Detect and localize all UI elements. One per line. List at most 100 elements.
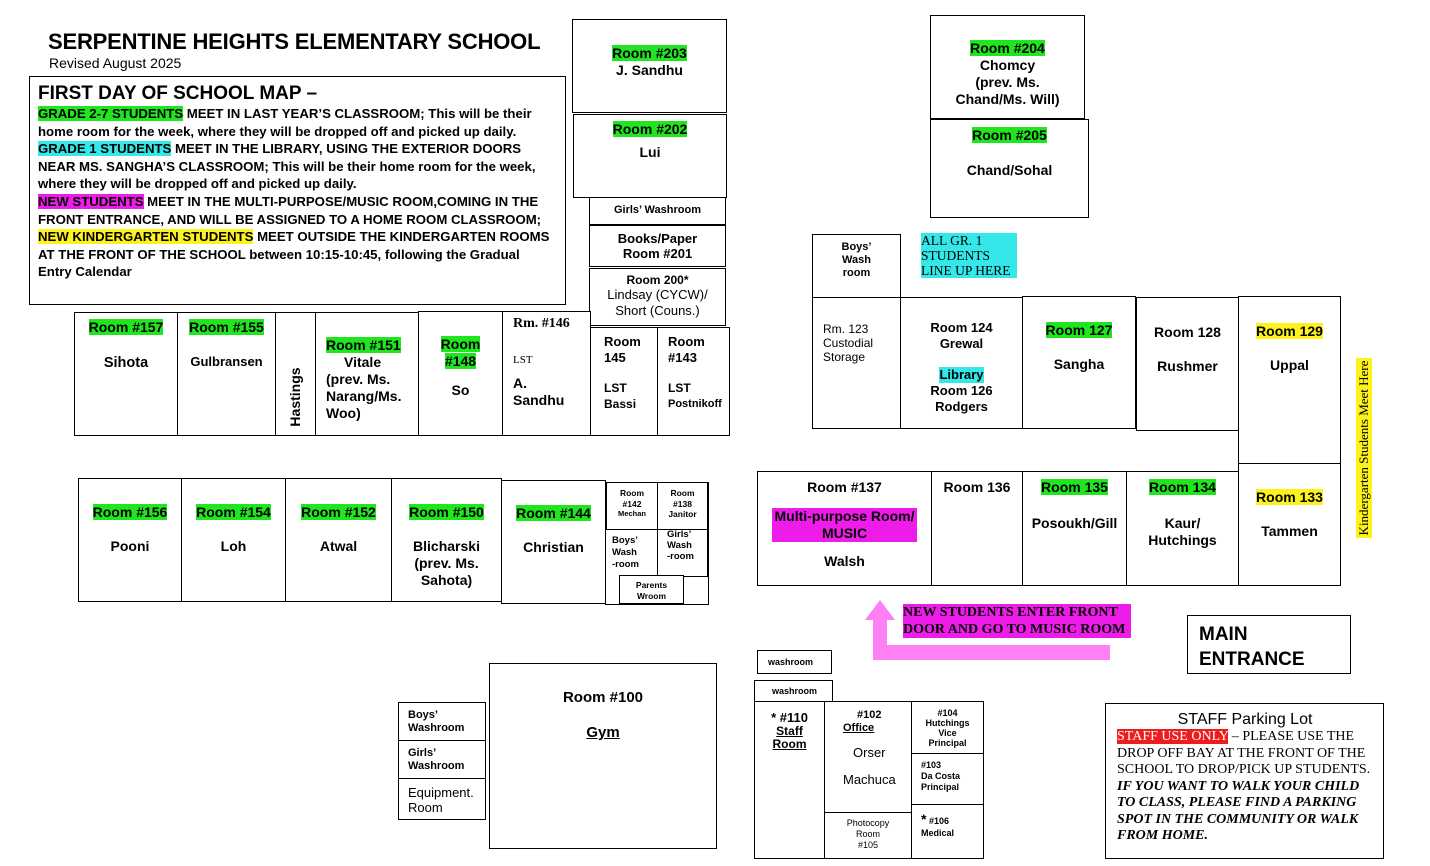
room-123-l1: Rm. 123 (823, 322, 869, 336)
room-154-teacher: Loh (220, 538, 247, 554)
room-146-number: Rm. #146 (513, 316, 570, 331)
office-staff-2: Machuca (843, 772, 896, 787)
room-151: Room #151 Vitale (prev. Ms. Narang/Ms. W… (315, 312, 419, 436)
room-123-l2: Custodial (823, 336, 874, 350)
boys-washroom-south-l3: -room (612, 559, 639, 570)
school-name: SERPENTINE HEIGHTS ELEMENTARY SCHOOL (48, 29, 541, 54)
room-128-teacher: Rushmer (1157, 358, 1218, 374)
room-135-number: Room 135 (1041, 479, 1108, 495)
room-151-l4: Woo) (326, 405, 361, 421)
parents-washroom-l1: Parents (635, 580, 668, 590)
room-154: Room #154 Loh (181, 478, 286, 602)
main-entrance: MAIN ENTRANCE (1187, 615, 1351, 674)
notice-box: FIRST DAY OF SCHOOL MAP – GRADE 2-7 STUD… (29, 76, 566, 305)
room-133-teacher: Tammen (1261, 523, 1318, 539)
room-142: Room #142 Mechan (606, 482, 658, 530)
room-145-number-1: Room (604, 334, 641, 349)
room-127-teacher: Sangha (1053, 356, 1105, 372)
room-123-l3: Storage (823, 350, 866, 364)
grade1-lineup-line2: STUDENTS (921, 248, 991, 263)
room-110-l2: Room (772, 737, 807, 751)
room-100-gym: Room #100 Gym (489, 663, 717, 849)
room-155-teacher: Gulbransen (190, 354, 263, 369)
new-students-callout-l1: NEW STUDENTS ENTER FRONT (903, 605, 1118, 620)
room-143: Room #143 LST Postnikoff (657, 327, 730, 436)
room-142-l3: Mechan (618, 509, 646, 518)
room-151-l1: Vitale (344, 354, 382, 370)
gym-label: Gym (586, 724, 620, 741)
room-137-teacher: Walsh (824, 553, 865, 569)
room-145-l2: Bassi (604, 397, 637, 411)
grade1-lineup-callout: ALL GR. 1 STUDENTS LINE UP HERE (921, 233, 1017, 278)
room-128: Room 128 Rushmer (1136, 297, 1239, 431)
room-204-line3: Chand/Ms. Will) (955, 91, 1060, 107)
kindergarten-meet-callout: Kindergarten Students Meet Here (1356, 358, 1372, 538)
room-136-number: Room 136 (943, 479, 1011, 495)
room-106-star: * (921, 811, 927, 827)
room-148: Room #148 So (418, 311, 503, 436)
room-144-teacher: Christian (523, 539, 584, 555)
boys-washroom-gym-l2: Washroom (408, 722, 465, 734)
washroom-2: washroom (754, 680, 833, 702)
room-150: Room #150 Blicharski (prev. Ms. Sahota) (391, 478, 502, 602)
room-156-number: Room #156 (92, 504, 168, 520)
room-100-number: Room #100 (562, 689, 644, 706)
parking-emphasis: IF YOU WANT TO WALK YOUR CHILD TO CLASS,… (1117, 778, 1360, 844)
music-room-label: Multi-purpose Room/ MUSIC (772, 508, 917, 542)
room-126-number: Room 126 (930, 383, 993, 398)
room-146: Rm. #146 LST A. Sandhu (502, 311, 591, 436)
revised-date: Revised August 2025 (49, 55, 182, 71)
room-144: Room #144 Christian (501, 480, 606, 604)
room-129: Room 129 Uppal (1238, 296, 1341, 464)
new-students-callout-l2: DOOR AND GO TO MUSIC ROOM (903, 622, 1126, 637)
room-202: Room #202 Lui (573, 114, 727, 198)
room-157: Room #157 Sihota (74, 312, 178, 436)
room-150-l2: (prev. Ms. (414, 555, 479, 571)
boys-washroom-north-l3: room (842, 267, 871, 279)
staff-parking-box: STAFF Parking Lot STAFF USE ONLY – PLEAS… (1105, 703, 1384, 859)
room-151-l2: (prev. Ms. (326, 371, 391, 387)
room-146-teacher-2: Sandhu (513, 392, 565, 408)
room-152-teacher: Atwal (319, 538, 358, 554)
room-152-number: Room #152 (301, 504, 376, 520)
room-155-number: Room #155 (189, 319, 264, 335)
main-entrance-l1: MAIN (1199, 624, 1248, 645)
room-201-line2: Room #201 (622, 246, 693, 261)
kinder-tag: NEW KINDERGARTEN STUDENTS (38, 229, 254, 245)
room-156: Room #156 Pooni (78, 478, 182, 602)
room-103-l2: Principal (921, 782, 960, 792)
room-129-teacher: Uppal (1270, 357, 1309, 373)
room-102-number: #102 (857, 709, 882, 721)
grade1-text: MEET IN THE LIBRARY, USING THE EXTERIOR … (38, 141, 536, 192)
room-204-number: Room #204 (970, 40, 1045, 56)
room-202-teacher: Lui (639, 144, 661, 160)
main-entrance-l2: ENTRANCE (1199, 649, 1305, 670)
girls-washroom-south-l1: Girls’ (667, 529, 692, 540)
new-students-callout: NEW STUDENTS ENTER FRONT DOOR AND GO TO … (903, 604, 1131, 638)
new-students-text: MEET IN THE MULTI-PURPOSE/MUSIC ROOM,COM… (38, 193, 542, 227)
boys-washroom-south-l1: Boys’ (612, 535, 638, 546)
room-104-l2: Vice (938, 728, 957, 738)
room-150-l3: Sahota) (420, 572, 473, 588)
room-143-number-1: Room (668, 334, 705, 349)
girls-washroom-south-l3: -room (667, 551, 694, 562)
room-106-number: #106 (928, 816, 949, 826)
room-204-line2: (prev. Ms. (975, 74, 1040, 90)
parking-text: – PLEASE USE THE DROP OFF BAY AT THE FRO… (1117, 729, 1371, 777)
room-110-l1: Staff (776, 724, 803, 738)
kinder-text: MEET OUTSIDE THE KINDERGARTEN ROOMS AT T… (38, 229, 550, 280)
grade1-lineup-line1: ALL GR. 1 (921, 233, 983, 248)
room-145-l1: LST (604, 381, 627, 395)
room-137: Room #137 Multi-purpose Room/ MUSIC Wals… (757, 471, 932, 586)
room-154-number: Room #154 (196, 504, 271, 520)
room-134-l1: Kaur/ (1164, 515, 1201, 531)
room-142-l1: Room (619, 488, 645, 498)
room-103-number: #103 (921, 760, 942, 770)
room-138-l3: Janitor (668, 509, 697, 519)
new-students-arrow (865, 600, 1110, 660)
girls-washroom-south: Girls’ Wash -room (667, 529, 694, 562)
room-145: Room 145 LST Bassi (590, 327, 658, 436)
girls-washroom-gym-l1: Girls’ (408, 747, 437, 759)
photocopy-l3: #105 (857, 840, 879, 850)
boys-washroom-gym-l1: Boys’ (408, 709, 438, 721)
